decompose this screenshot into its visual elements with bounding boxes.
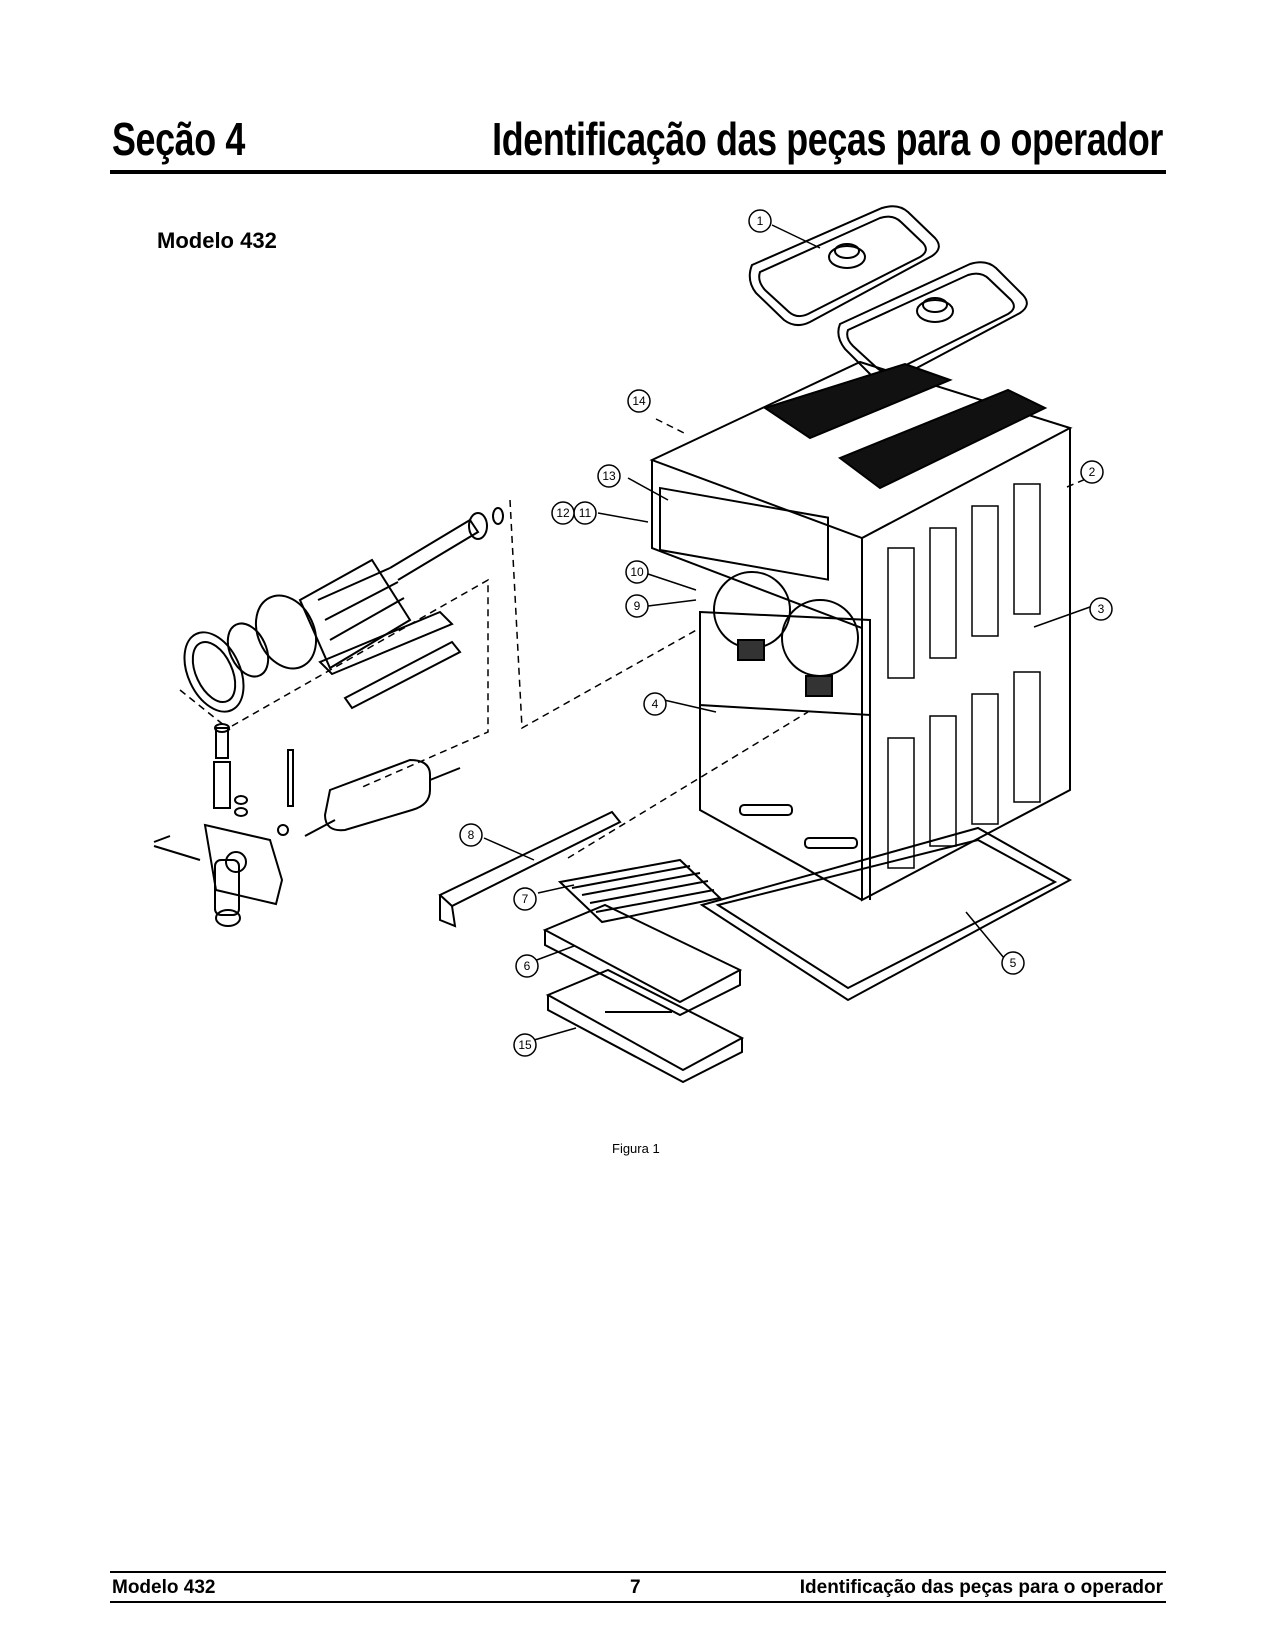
callout-7: 7: [522, 892, 529, 906]
drip-pan: [438, 810, 622, 928]
hopper-lid-left: [748, 205, 940, 326]
drip-tray: [542, 903, 743, 1017]
hopper-lid-right: [837, 261, 1028, 382]
callout-15: 15: [518, 1038, 532, 1052]
dash-leaders: [179, 418, 1089, 859]
callout-14: 14: [632, 394, 646, 408]
callout-8: 8: [468, 828, 475, 842]
base-gasket: [699, 826, 1073, 1002]
callout-6: 6: [524, 959, 531, 973]
callout-5: 5: [1010, 956, 1017, 970]
footer-page-number: 7: [630, 1577, 641, 1598]
callout-2: 2: [1089, 465, 1096, 479]
model-label: Modelo 432: [157, 228, 277, 253]
callout-leaders: [483, 224, 1091, 1041]
footer-title: Identificação das peças para o operador: [799, 1577, 1163, 1598]
section-title: Identificação das peças para o operador: [492, 113, 1163, 165]
section-heading: Seção 4: [112, 113, 245, 165]
cabinet: [649, 360, 1073, 902]
draw-valve: [153, 723, 294, 927]
callout-9: 9: [634, 599, 641, 613]
side-louvers: [887, 483, 1041, 869]
bottom-tray: [545, 968, 745, 1084]
pump-assembly: [304, 758, 461, 837]
tray-grate: [557, 858, 723, 924]
callout-10: 10: [630, 565, 644, 579]
footer-rule-top: [110, 1571, 1166, 1573]
callout-13: 13: [602, 469, 616, 483]
callout-1: 1: [757, 214, 764, 228]
footer-rule-bottom: [110, 1601, 1166, 1603]
callout-4: 4: [652, 697, 659, 711]
header-rule: [110, 170, 1166, 174]
callout-11: 11: [579, 506, 592, 520]
figure-caption: Figura 1: [612, 1141, 660, 1156]
footer-model: Modelo 432: [112, 1577, 216, 1598]
beater-assembly: [183, 507, 504, 713]
callout-3: 3: [1098, 602, 1105, 616]
callout-12: 12: [556, 506, 570, 520]
